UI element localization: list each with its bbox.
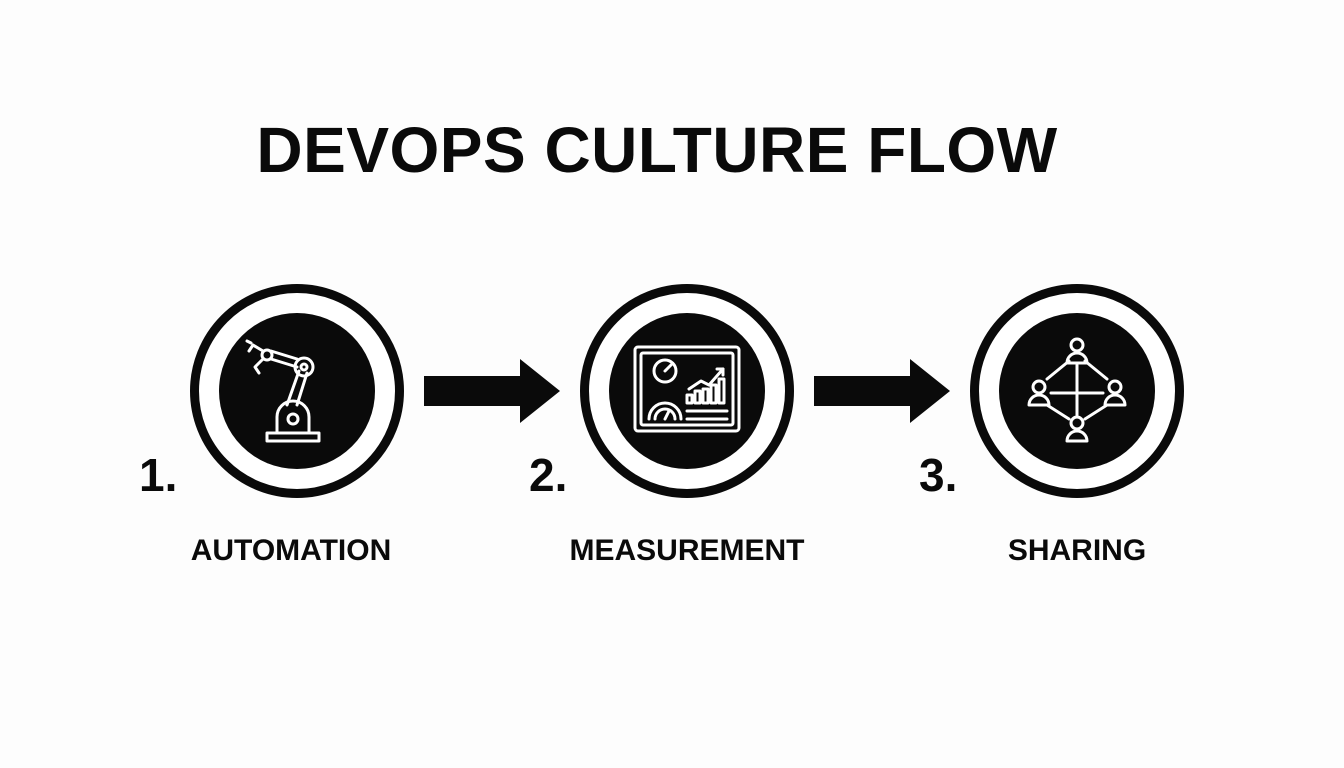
robot-arm-icon bbox=[245, 339, 321, 443]
step-number: 3. bbox=[919, 449, 958, 501]
step-label: AUTOMATION bbox=[190, 534, 392, 567]
step-disc bbox=[219, 313, 375, 469]
flow-arrow bbox=[424, 359, 560, 423]
step-number: 2. bbox=[529, 449, 568, 501]
step-disc bbox=[609, 313, 765, 469]
step-automation bbox=[190, 284, 404, 498]
step-disc bbox=[999, 313, 1155, 469]
step-label: MEASUREMENT bbox=[569, 534, 805, 567]
step-sharing bbox=[970, 284, 1184, 498]
step-label: SHARING bbox=[1007, 534, 1147, 567]
diagram-title: DEVOPS CULTURE FLOW bbox=[256, 114, 1058, 186]
step-number: 1. bbox=[139, 449, 178, 501]
team-network-icon bbox=[1027, 337, 1127, 443]
step-measurement bbox=[580, 284, 794, 498]
flow-arrow bbox=[814, 359, 950, 423]
dashboard-icon bbox=[633, 345, 741, 433]
